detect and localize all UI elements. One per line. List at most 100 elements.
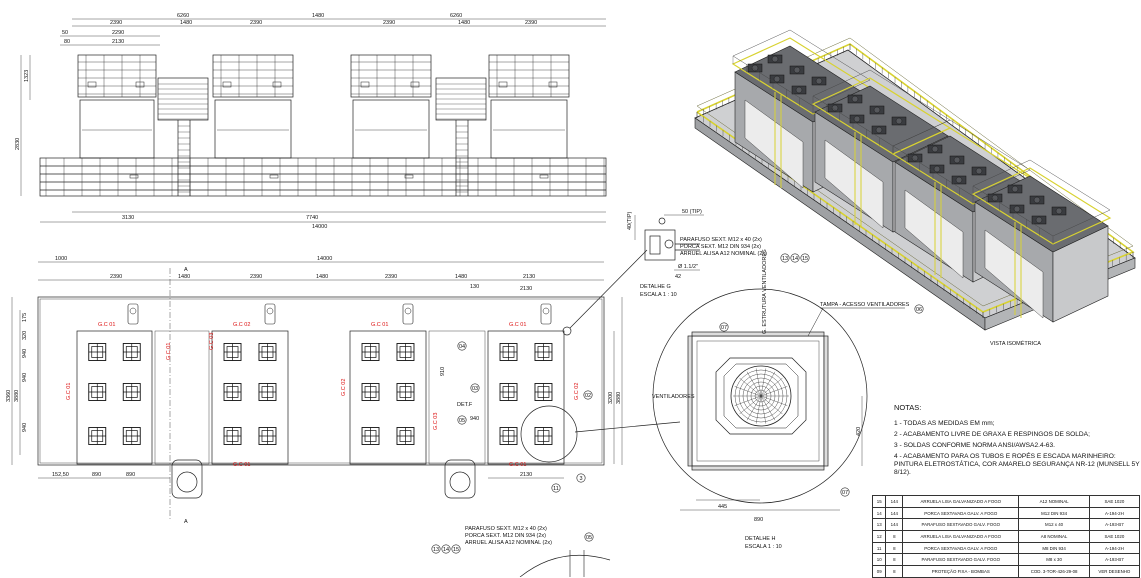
detail-g-dim: 40(TIP) [627,211,633,230]
dim-plan-seg: 2390 [250,274,262,280]
bom-cell: VER DESENHO [1088,565,1141,578]
bom-cell: 8 [885,553,904,567]
dim-plan-left: 1000 [55,256,67,262]
bom-cell: M8 DIN 934 [1018,541,1090,555]
front-view [20,18,607,223]
iso-view-label: VISTA ISOMÉTRICA [990,340,1041,347]
iso-fan [791,85,807,95]
bom-cell: 144 [885,518,904,532]
iso-fan [847,94,863,104]
detail-h-balloon [719,322,729,332]
iso-fan [769,74,785,84]
bom-cell: 14 [871,506,887,520]
bom-cell: A-193-B7 [1088,518,1141,532]
dim-left: 2290 [112,30,124,36]
iso-fan [767,54,783,64]
dim-plan-vert: 3880 [14,390,20,402]
balloon-03 [470,383,480,393]
iso-fan [811,76,827,86]
bom-cell: 8 [885,541,904,555]
fan-symbol [396,427,415,445]
ventiladores-label: VENTILADORES [652,394,695,400]
fan-symbol [499,383,518,401]
detail-g-balloon [780,253,790,263]
bom-cell: 11 [871,541,887,555]
bom-cell: SAE 1020 [1088,495,1141,508]
bom-cell: PARAFUSO SEXTAVADO GALV. FOGO [902,553,1020,567]
fan-symbol [499,427,518,445]
gc-label: G.C 03 [209,333,215,350]
fan-symbol [258,383,277,401]
bom-cell: A-193-B7 [1088,553,1141,567]
dim-plan-right: 3880 [616,392,622,404]
fan-symbol [258,343,277,361]
fan-symbol [258,427,277,445]
bom-cell: ARRUELA LISA GALVANIZADO A FOGO [902,530,1020,543]
bottom-balloon [431,544,441,554]
bom-cell: M8 x 30 [1018,553,1090,567]
balloon-04-text: 04 [459,344,465,350]
bom-cell: 12 [871,530,887,543]
detail-g-scale: ESCALA 1 : 10 [640,292,677,298]
iso-fan [871,125,887,135]
detail-h-balloon-text: 06 [916,307,922,313]
bom-cell: PORCA SEXTAVADA GALV. A FOGO [902,541,1020,555]
iso-fan [747,63,763,73]
fan-symbol [88,383,107,401]
tampa-label: TAMPA - ACESSO VENTILADORES [820,302,910,308]
dim-bottom: 14000 [312,224,327,230]
dim-left: 2130 [112,39,124,45]
fan-symbol [88,343,107,361]
dim-plan-vert: 940 [22,349,28,358]
gc-label: G.C 01 [509,462,526,468]
gc-label: G.C 01 [233,462,250,468]
fan-symbol [534,383,553,401]
gc-label: G.C 02 [574,383,580,400]
gc-label: G.C 03 [433,413,439,430]
fan-symbol [361,383,380,401]
balloon-11-text: 11 [553,486,559,492]
balloon-03-text: 03 [472,386,478,392]
dim-plan-vert: 3360 [6,390,12,402]
bom-cell: 13 [871,518,887,532]
iso-fan [869,105,885,115]
note-1: 1 - TODAS AS MEDIDAS EM mm; [894,420,995,427]
iso-fan [1031,215,1047,225]
iso-fan [949,155,965,165]
dim-top-1: 6260 [177,13,189,19]
fan-symbol [396,343,415,361]
iso-fan [827,103,843,113]
bom-cell: 144 [885,495,904,508]
dim-bottom: 7740 [306,215,318,221]
detail-g-balloon-text: 15 [802,256,808,262]
section-mark: A [184,267,188,273]
detail-g-fastener: PARAFUSO SEXT. M12 x 40 (2x) [680,237,762,243]
iso-fan [971,166,987,176]
dim-plan-bottom: 890 [126,472,135,478]
fan-symbol [122,383,141,401]
detail-g-balloon-text: 13 [782,256,788,262]
gc-label: G.C 02 [341,379,347,396]
detail-g-balloon [800,253,810,263]
detail-g-balloon [790,253,800,263]
dim-plan-seg: 1480 [455,274,467,280]
gc-label: G.C 01 [371,322,388,328]
iso-fan [1007,184,1023,194]
bottom-balloon-text: 15 [453,547,459,553]
bom-cell: PROTEÇÃO FIXA - BOMBAS [902,565,1020,578]
dim-plan-bottom: 2130 [520,472,532,478]
detail-h-balloon-text: 07 [721,325,727,331]
dim-plan-seg: 2390 [385,274,397,280]
note-3: 3 - SOLDAS CONFORME NORMA ANSI/AWSA2.4-6… [894,442,1055,449]
fan-symbol [499,343,518,361]
bom-cell: A12 NOMINAL [1018,495,1090,508]
detail-g-balloon-text: 14 [792,256,798,262]
bom-cell: 09 [871,565,887,578]
dim-plan-seg: 2130 [523,274,535,280]
balloon-04 [457,341,467,351]
bom-cell: A-194-2H [1088,506,1141,520]
detail-g-title: DETALHE G [640,284,671,290]
